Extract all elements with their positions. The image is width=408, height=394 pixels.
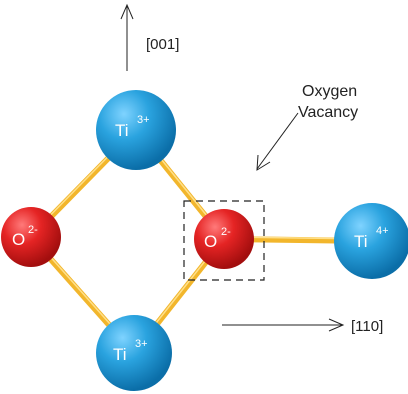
- atom-ti4-right: Ti 4+: [334, 203, 408, 279]
- label-direction-001: [001]: [146, 36, 179, 53]
- atom-charge: 2-: [221, 226, 231, 238]
- atom-symbol: Ti: [115, 121, 129, 140]
- label-oxygen-vacancy-line2: Vacancy: [298, 104, 358, 121]
- atom-charge: 3+: [135, 338, 148, 350]
- label-oxygen-vacancy-line1: Oxygen: [302, 83, 357, 100]
- atom-charge: 3+: [137, 114, 150, 126]
- vacancy-box: [183, 200, 265, 281]
- label-direction-110: [110]: [351, 318, 383, 335]
- atom-ti3-top: Ti 3+: [96, 90, 176, 170]
- atom-symbol: Ti: [354, 232, 368, 251]
- atom-charge: 2-: [28, 224, 38, 236]
- atom-o-left: O 2-: [1, 207, 61, 267]
- atom-symbol: O: [204, 232, 217, 251]
- atom-o-vacancy: O 2-: [194, 209, 254, 269]
- arrow-001: [120, 3, 134, 71]
- arrow-oxygen-vacancy: [256, 112, 299, 171]
- atom-symbol: Ti: [113, 345, 127, 364]
- atom-ti3-bottom: Ti 3+: [96, 315, 172, 391]
- arrow-110: [222, 318, 345, 332]
- atom-charge: 4+: [376, 225, 389, 237]
- atom-symbol: O: [12, 230, 25, 249]
